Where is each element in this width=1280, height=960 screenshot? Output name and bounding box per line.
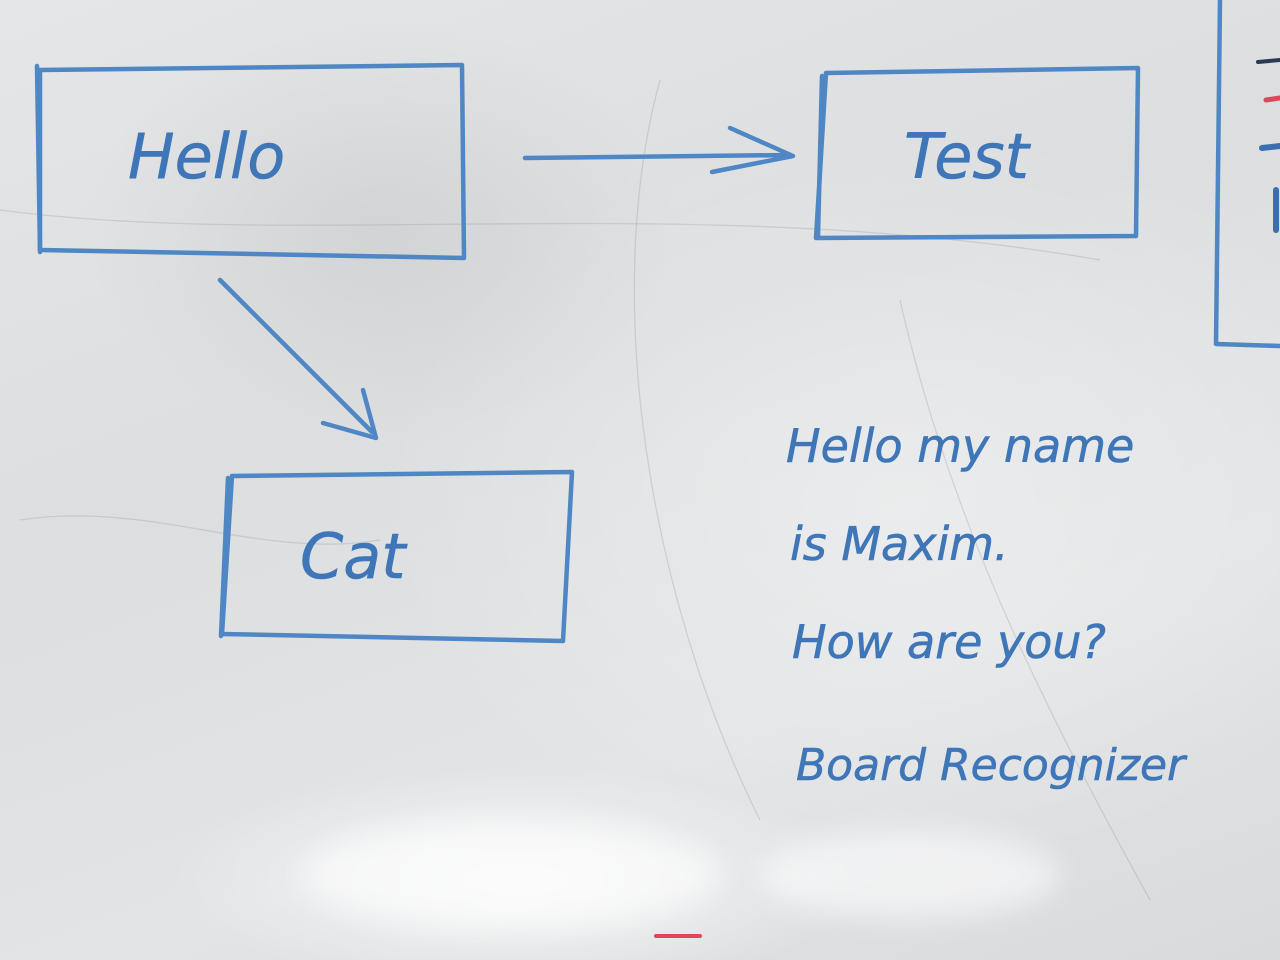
box-hello: Hello bbox=[34, 62, 467, 261]
box-test-label: Test bbox=[904, 120, 1032, 193]
box-test: Test bbox=[813, 65, 1141, 241]
light-glare bbox=[300, 820, 720, 930]
box-cat: Cat bbox=[218, 469, 575, 644]
box-cat-label: Cat bbox=[300, 520, 408, 593]
light-glare bbox=[760, 830, 1060, 920]
handwritten-note: Hello my name is Maxim. How are you? Boa… bbox=[786, 419, 1189, 792]
arrow-hello-to-cat bbox=[217, 277, 379, 441]
box-hello-label: Hello bbox=[128, 120, 285, 193]
note-line-2: is Maxim. bbox=[790, 517, 1009, 571]
note-line-4: Board Recognizer bbox=[796, 740, 1188, 791]
note-line-3: How are you? bbox=[792, 615, 1106, 669]
partial-box-right-edge bbox=[1213, 0, 1280, 349]
arrow-hello-to-test bbox=[522, 125, 796, 175]
note-line-1: Hello my name bbox=[786, 419, 1134, 473]
